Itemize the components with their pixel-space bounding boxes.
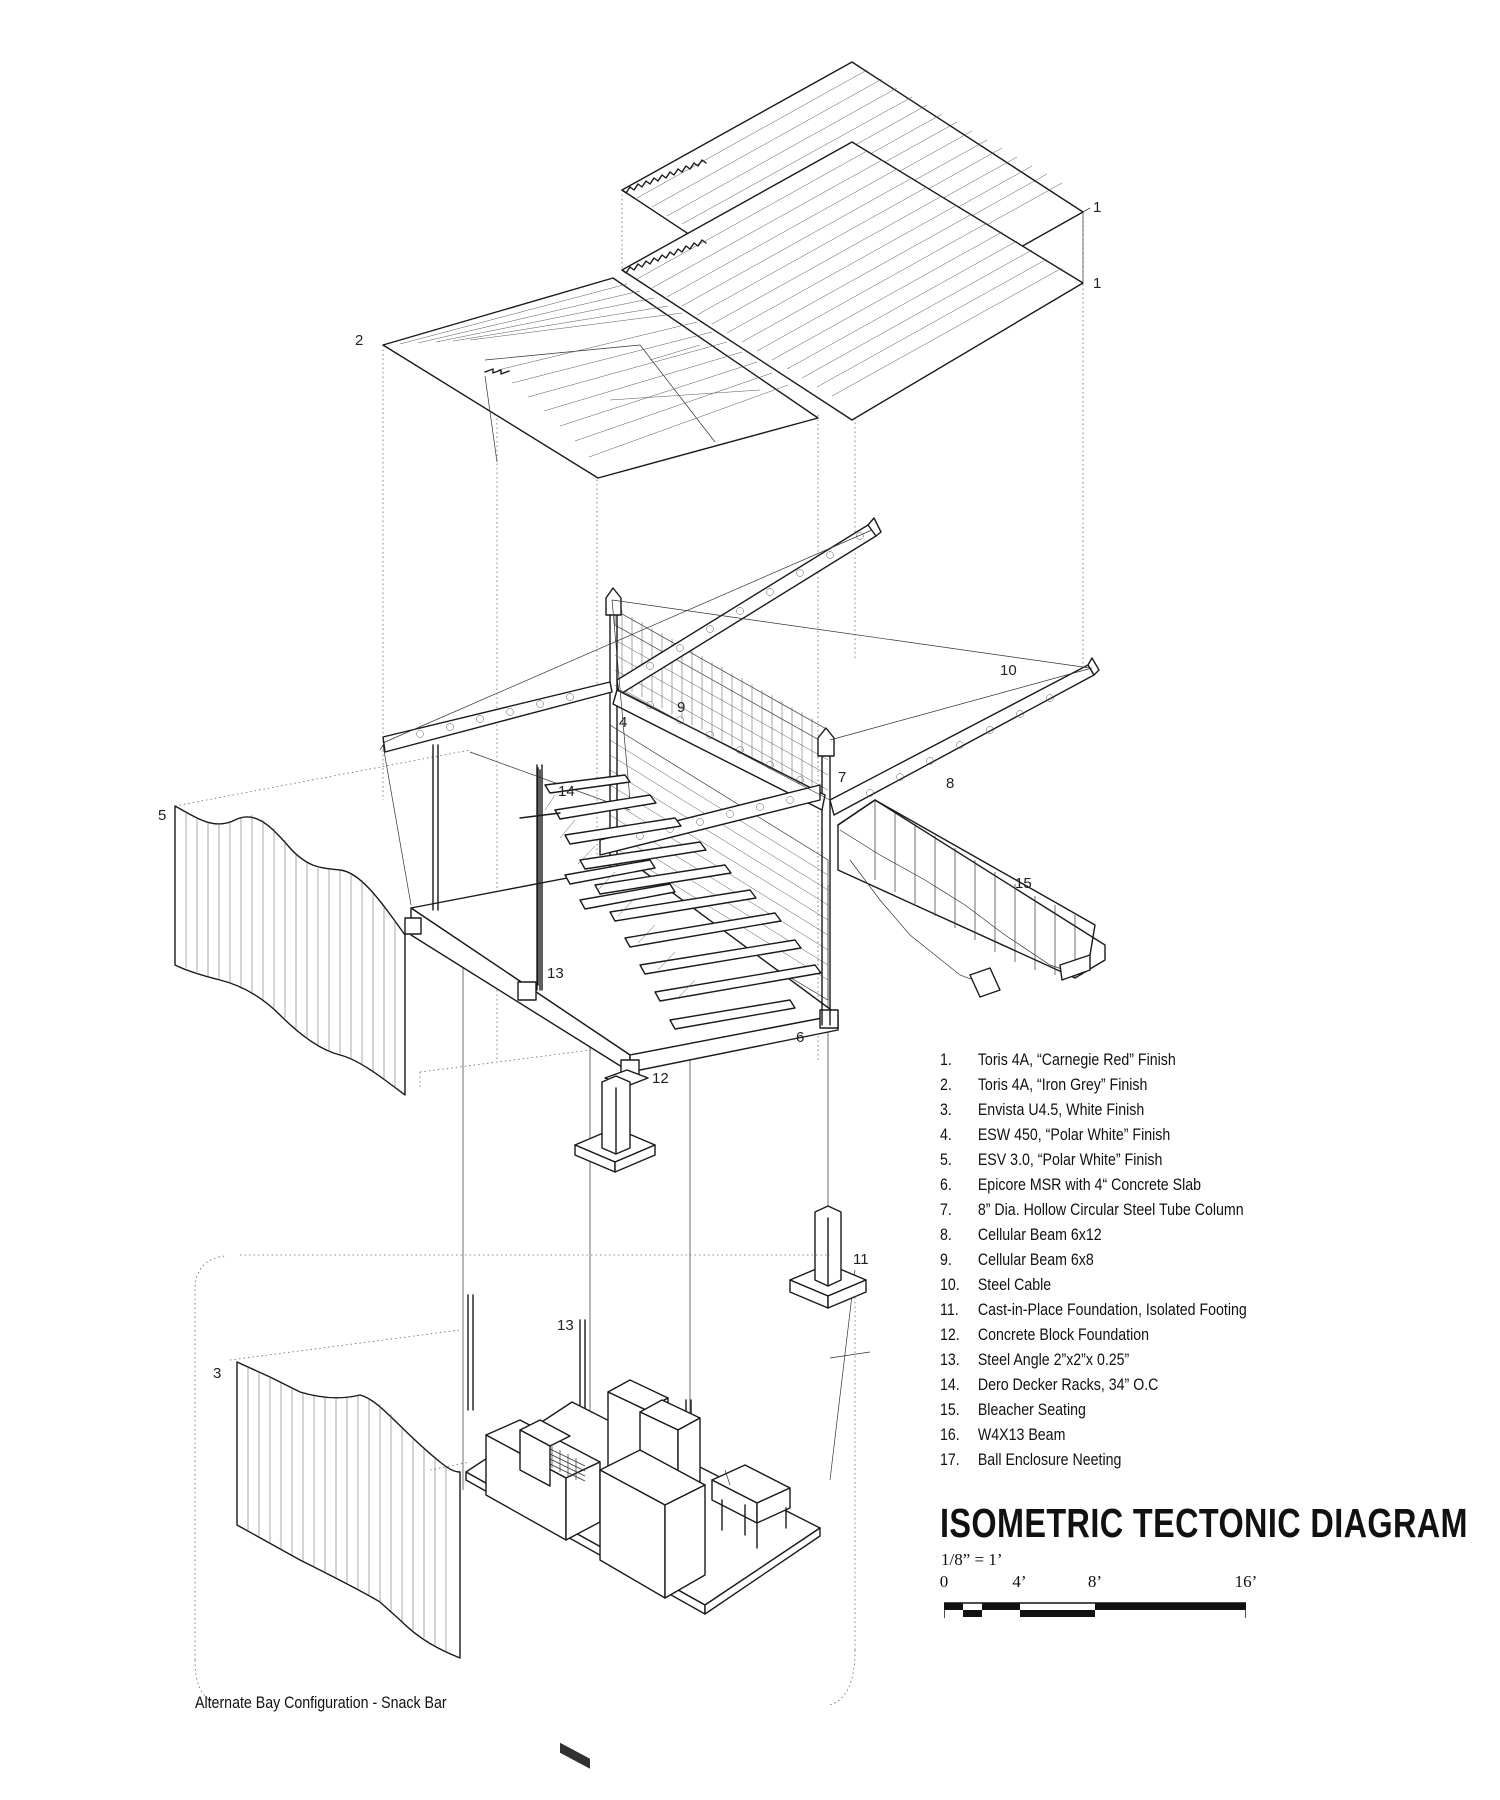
callout-13a: 13 <box>547 965 564 982</box>
legend-text: Cellular Beam 6x12 <box>977 1226 1102 1244</box>
scale-segment <box>944 1603 963 1610</box>
legend-item: 8. Cellular Beam 6x12 <box>940 1223 1301 1248</box>
legend-text: 8” Dia. Hollow Circular Steel Tube Colum… <box>977 1201 1244 1219</box>
scale-segment <box>981 1603 1020 1610</box>
legend-number: 13. <box>940 1351 960 1369</box>
legend-item: 17. Ball Enclosure Neeting <box>940 1448 1301 1473</box>
scale-tick-label: 0 <box>939 1572 949 1591</box>
footing-11 <box>789 1205 867 1309</box>
callout-12: 12 <box>652 1070 669 1087</box>
bleachers-15 <box>837 799 1106 998</box>
legend-number: 17. <box>940 1451 960 1469</box>
callout-3: 3 <box>213 1365 221 1382</box>
legend-item: 10. Steel Cable <box>940 1273 1301 1298</box>
callout-11: 11 <box>853 1251 869 1268</box>
legend-item: 5. ESV 3.0, “Polar White” Finish <box>940 1148 1301 1173</box>
legend-number: 14. <box>940 1376 960 1394</box>
legend-number: 2. <box>940 1076 952 1094</box>
legend-item: 13. Steel Angle 2”x2”x 0.25” <box>940 1348 1301 1373</box>
callout-15: 15 <box>1015 875 1032 892</box>
callout-2: 2 <box>355 332 363 349</box>
footing-upper <box>574 1075 656 1173</box>
callout-1a: 1 <box>1093 199 1101 216</box>
legend-number: 4. <box>940 1126 952 1144</box>
legend-item: 7. 8” Dia. Hollow Circular Steel Tube Col… <box>940 1198 1301 1223</box>
snack-bar <box>465 1379 821 1769</box>
callout-labels: 1 1 2 3 4 5 6 7 8 9 10 11 12 13 13 14 15 <box>158 199 1101 1382</box>
legend-text: ESW 450, “Polar White” Finish <box>977 1126 1171 1144</box>
steel-cables-10 <box>379 529 1093 906</box>
legend-text: ESV 3.0, “Polar White” Finish <box>977 1151 1163 1169</box>
legend-text: Concrete Block Foundation <box>977 1326 1150 1344</box>
legend-item: 14. Dero Decker Racks, 34” O.C <box>940 1373 1301 1398</box>
legend: 1. Toris 4A, “Carnegie Red” Finish 2. Toris… <box>940 1048 1360 1473</box>
legend-number: 8. <box>940 1226 952 1244</box>
legend-text: W4X13 Beam <box>977 1426 1066 1444</box>
legend-number: 16. <box>940 1426 960 1444</box>
callout-13b: 13 <box>557 1317 574 1334</box>
legend-item: 9. Cellular Beam 6x8 <box>940 1248 1301 1273</box>
page-title: ISOMETRIC TECTONIC DIAGRAM <box>940 1500 1468 1546</box>
legend-number: 11. <box>940 1301 959 1319</box>
legend-number: 1. <box>940 1051 952 1069</box>
scale-tick-label: 16’ <box>1234 1572 1258 1591</box>
scale-text: 1/8” = 1’ <box>941 1550 1003 1569</box>
legend-text: Steel Cable <box>977 1276 1052 1294</box>
legend-item: 11. Cast-in-Place Foundation, Isolated Fo… <box>940 1298 1301 1323</box>
scale-segment <box>1019 1610 1095 1617</box>
legend-number: 12. <box>940 1326 960 1344</box>
scale-segment <box>962 1610 982 1617</box>
legend-text: Cellular Beam 6x8 <box>977 1251 1094 1269</box>
legend-text: Toris 4A, “Iron Grey” Finish <box>977 1076 1148 1094</box>
legend-text: Ball Enclosure Neeting <box>977 1451 1122 1469</box>
scale-bar: 0 4’ 8’ 16’ <box>935 1572 1258 1624</box>
legend-text: Bleacher Seating <box>977 1401 1086 1419</box>
roof-panel-1-lower <box>621 141 1084 421</box>
legend-number: 7. <box>940 1201 952 1219</box>
callout-7: 7 <box>838 769 846 786</box>
legend-number: 9. <box>940 1251 952 1269</box>
callout-14: 14 <box>558 783 575 800</box>
legend-item: 15. Bleacher Seating <box>940 1398 1301 1423</box>
callout-9: 9 <box>677 699 685 716</box>
legend-item: 16. W4X13 Beam <box>940 1423 1301 1448</box>
legend-text: Envista U4.5, White Finish <box>977 1101 1145 1119</box>
wall-panel-3 <box>236 1361 461 1659</box>
callout-6: 6 <box>796 1029 804 1046</box>
legend-item: 1. Toris 4A, “Carnegie Red” Finish <box>940 1048 1301 1073</box>
roof-panel-2 <box>382 277 819 479</box>
scale-segment <box>1095 1603 1246 1610</box>
callout-8: 8 <box>946 775 954 792</box>
legend-item: 2. Toris 4A, “Iron Grey” Finish <box>940 1073 1301 1098</box>
caption: Alternate Bay Configuration - Snack Bar <box>195 1694 447 1712</box>
legend-text: Cast-in-Place Foundation, Isolated Footi… <box>977 1301 1247 1319</box>
legend-number: 10. <box>940 1276 960 1294</box>
alternate-bay-boundary <box>194 1254 856 1706</box>
cellular-beams <box>382 517 1100 856</box>
legend-text: Toris 4A, “Carnegie Red” Finish <box>977 1051 1176 1069</box>
floor-slab-6 <box>404 864 839 1079</box>
legend-item: 12. Concrete Block Foundation <box>940 1323 1301 1348</box>
wall-panel-5 <box>174 805 406 1096</box>
legend-item: 6. Epicore MSR with 4“ Concrete Slab <box>940 1173 1301 1198</box>
legend-number: 15. <box>940 1401 960 1419</box>
legend-text: Epicore MSR with 4“ Concrete Slab <box>977 1176 1202 1194</box>
columns-7 <box>432 587 835 1026</box>
legend-text: Dero Decker Racks, 34” O.C <box>977 1376 1159 1394</box>
legend-number: 5. <box>940 1151 952 1169</box>
legend-text: Steel Angle 2”x2”x 0.25” <box>977 1351 1130 1369</box>
callout-10: 10 <box>1000 662 1017 679</box>
callout-1b: 1 <box>1093 275 1101 292</box>
legend-number: 6. <box>940 1176 952 1194</box>
legend-item: 3. Envista U4.5, White Finish <box>940 1098 1301 1123</box>
scale-tick-label: 4’ <box>1012 1572 1027 1591</box>
scale-tick-label: 8’ <box>1087 1572 1103 1591</box>
callout-4: 4 <box>619 714 627 731</box>
bike-racks-14 <box>519 769 822 1030</box>
callout-5: 5 <box>158 807 166 824</box>
legend-item: 4. ESW 450, “Polar White” Finish <box>940 1123 1301 1148</box>
legend-number: 3. <box>940 1101 952 1119</box>
